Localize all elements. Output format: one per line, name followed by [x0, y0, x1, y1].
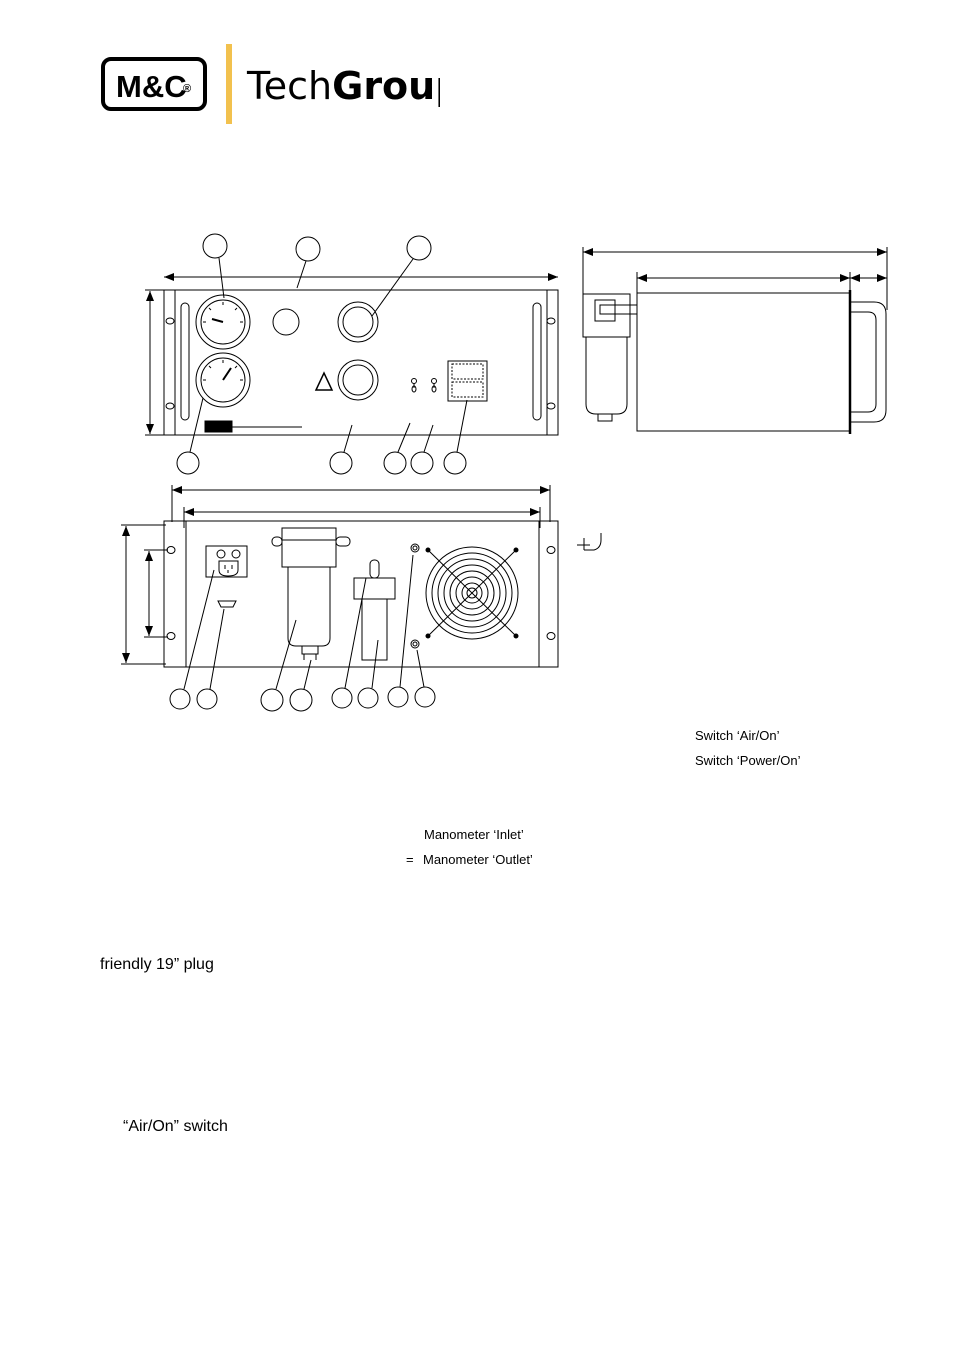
body-text-plug-line: friendly 19” plug — [100, 956, 214, 973]
logo-divider-bar — [226, 44, 232, 124]
front-view — [145, 233, 559, 475]
rear-gas-port-bottom — [410, 639, 420, 649]
side-filter-head — [582, 293, 631, 338]
rear-view — [121, 485, 602, 712]
side-view — [582, 247, 888, 434]
front-knob-bottom — [337, 359, 379, 401]
body-text-switch-line: “Air/On” switch — [123, 1118, 228, 1135]
rear-gas-port-top — [410, 543, 420, 553]
ground-symbol-icon — [577, 533, 602, 551]
logo-tech-text: Tech — [246, 64, 332, 108]
mc-techgroup-logo: M&C ® TechGroup — [101, 44, 440, 124]
front-type-label-plate — [204, 420, 233, 433]
side-handle — [851, 301, 887, 423]
manometer-inlet-gauge — [195, 294, 251, 350]
rear-panel — [163, 520, 559, 668]
side-housing — [636, 292, 851, 432]
legend-switch-power-on: Switch ‘Power/On’ — [695, 753, 801, 768]
front-handle-right — [532, 302, 542, 421]
legend-equals-sign: = — [406, 852, 414, 867]
legend-manometer-outlet: Manometer ‘Outlet’ — [423, 852, 533, 867]
logo-badge-text: M&C — [116, 69, 187, 104]
rear-filter-assembly — [271, 527, 351, 660]
logo-badge-frame — [101, 57, 207, 111]
rear-condensate-trap — [353, 559, 396, 661]
front-knob-top — [337, 301, 379, 343]
toggle-switch-air-icon — [411, 378, 417, 393]
svg-text:TechGroup: TechGroup — [246, 64, 440, 108]
cooling-fan-icon — [425, 546, 519, 640]
front-small-knob — [272, 308, 300, 336]
manometer-outlet-gauge — [195, 352, 251, 408]
legend-manometer-inlet: Manometer ‘Inlet’ — [424, 827, 524, 842]
toggle-switch-power-icon — [431, 378, 437, 393]
side-filter-bowl — [585, 337, 628, 415]
warning-triangle-icon — [314, 371, 334, 391]
rear-fuse-holder — [217, 600, 237, 608]
legend-switch-air-on: Switch ‘Air/On’ — [695, 728, 780, 743]
front-handle-left — [180, 302, 190, 421]
front-display-unit — [447, 360, 488, 402]
mains-plug-socket-icon — [205, 545, 248, 578]
logo-registered-mark: ® — [183, 83, 191, 95]
front-panel — [163, 289, 559, 436]
logo-group-text: Group — [332, 64, 440, 108]
unit-technical-drawing — [121, 233, 888, 712]
